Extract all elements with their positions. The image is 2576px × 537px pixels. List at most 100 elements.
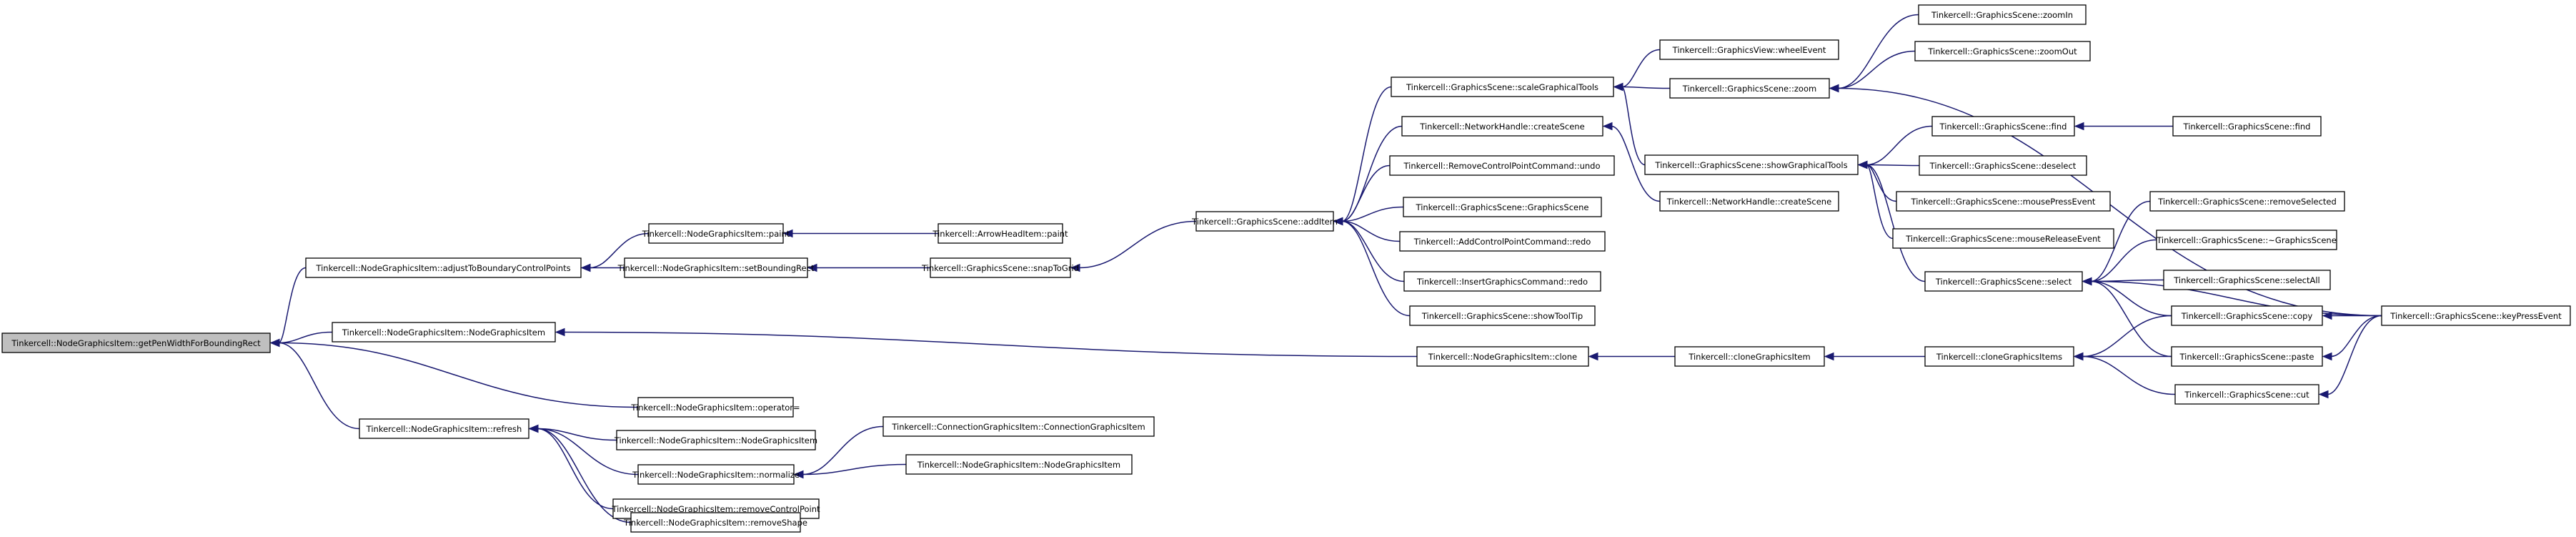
- node-label: Tinkercell::GraphicsScene::mouseReleaseE…: [1905, 234, 2101, 244]
- node-label: Tinkercell::GraphicsScene::~GraphicsScen…: [2156, 235, 2337, 245]
- node-label: Tinkercell::GraphicsScene::zoom: [1682, 84, 1816, 94]
- node-label: Tinkercell::GraphicsScene::showGraphical…: [1654, 160, 1847, 170]
- edge-copy-to-cloneItems: [2082, 315, 2172, 358]
- edge-zoom-to-scaleTools: [1621, 86, 1671, 89]
- node-normalize[interactable]: Tinkercell::NodeGraphicsItem::normalize: [632, 464, 800, 485]
- node-box: [1195, 211, 1334, 232]
- node-clone[interactable]: Tinkercell::NodeGraphicsItem::clone: [1416, 346, 1589, 367]
- node-gsDtor[interactable]: Tinkercell::GraphicsScene::~GraphicsScen…: [2156, 230, 2337, 250]
- edge-removeCP-to-refresh: [537, 428, 614, 510]
- node-box: [1403, 197, 1602, 217]
- edge-refresh-to-root: [278, 342, 360, 430]
- node-label: Tinkercell::GraphicsScene::find: [2183, 122, 2311, 132]
- node-box: [882, 416, 1155, 437]
- edge-arrowhead: [580, 263, 591, 272]
- node-box: [2149, 191, 2345, 212]
- node-keyPress[interactable]: Tinkercell::GraphicsScene::keyPressEvent: [2381, 305, 2571, 326]
- node-showToolTip[interactable]: Tinkercell::GraphicsScene::showToolTip: [1409, 305, 1596, 326]
- node-root[interactable]: Tinkercell::NodeGraphicsItem::getPenWidt…: [1, 332, 271, 353]
- node-setBR[interactable]: Tinkercell::NodeGraphicsItem::setBoundin…: [617, 257, 815, 278]
- node-paint[interactable]: Tinkercell::NodeGraphicsItem::paint: [642, 223, 790, 244]
- node-copy[interactable]: Tinkercell::GraphicsScene::copy: [2171, 305, 2323, 326]
- edge-arrowhead: [1829, 84, 1839, 93]
- node-box: [1931, 116, 2075, 137]
- node-box: [2163, 270, 2331, 290]
- node-addItem[interactable]: Tinkercell::GraphicsScene::addItem: [1191, 211, 1338, 232]
- node-showTools[interactable]: Tinkercell::GraphicsScene::showGraphical…: [1644, 154, 1859, 175]
- node-removeShape[interactable]: Tinkercell::NodeGraphicsItem::removeShap…: [623, 512, 807, 533]
- node-deselect[interactable]: Tinkercell::GraphicsScene::deselect: [1919, 155, 2087, 176]
- node-box: [1918, 4, 2087, 25]
- edge-nhCreate2-to-nhCreate1: [1611, 125, 1661, 202]
- edge-arrowhead: [1588, 352, 1598, 361]
- node-zoom[interactable]: Tinkercell::GraphicsScene::zoom: [1669, 78, 1830, 99]
- edge-zoomOut-to-zoom: [1837, 50, 1916, 89]
- node-box: [1401, 116, 1603, 137]
- node-adjust[interactable]: Tinkercell::NodeGraphicsItem::adjustToBo…: [305, 257, 582, 278]
- node-gsCtor[interactable]: Tinkercell::GraphicsScene::GraphicsScene: [1403, 197, 1602, 217]
- node-select[interactable]: Tinkercell::GraphicsScene::select: [1924, 271, 2083, 292]
- node-wheelEvent[interactable]: Tinkercell::GraphicsView::wheelEvent: [1659, 39, 1839, 60]
- node-box: [1659, 39, 1839, 60]
- node-nhCreate2[interactable]: Tinkercell::NetworkHandle::createScene: [1659, 191, 1839, 212]
- edge-arrowhead: [1824, 352, 1834, 361]
- node-find2[interactable]: Tinkercell::GraphicsScene::find: [2172, 116, 2322, 137]
- nodes-layer: Tinkercell::NodeGraphicsItem::getPenWidt…: [1, 4, 2571, 533]
- node-removeSel[interactable]: Tinkercell::GraphicsScene::removeSelecte…: [2149, 191, 2345, 212]
- edge-copy-to-select: [2090, 280, 2172, 317]
- node-zoomOut[interactable]: Tinkercell::GraphicsScene::zoomOut: [1914, 41, 2091, 61]
- node-label: Tinkercell::GraphicsScene::select: [1935, 277, 2072, 287]
- node-mousePress[interactable]: Tinkercell::GraphicsScene::mousePressEve…: [1896, 191, 2111, 212]
- edge-gsDtor-to-select: [2090, 239, 2157, 282]
- node-arrowPaint[interactable]: Tinkercell::ArrowHeadItem::paint: [932, 223, 1068, 244]
- node-label: Tinkercell::GraphicsScene::selectAll: [2173, 275, 2320, 285]
- edge-arrowhead: [793, 470, 804, 479]
- node-selectAll[interactable]: Tinkercell::GraphicsScene::selectAll: [2163, 270, 2331, 290]
- node-label: Tinkercell::GraphicsScene::cut: [2184, 390, 2309, 400]
- node-snapToGrid[interactable]: Tinkercell::GraphicsScene::snapToGrid: [921, 257, 1079, 278]
- node-box: [359, 418, 529, 439]
- node-cut[interactable]: Tinkercell::GraphicsScene::cut: [2174, 384, 2319, 405]
- node-cloneItems[interactable]: Tinkercell::cloneGraphicsItems: [1924, 346, 2074, 367]
- edge-igcRedo-to-addItem: [1341, 220, 1405, 282]
- node-label: Tinkercell::GraphicsScene::keyPressEvent: [2389, 311, 2562, 321]
- node-label: Tinkercell::GraphicsScene::GraphicsScene: [1416, 202, 1589, 212]
- edge-ngiCtor1-to-root: [278, 331, 333, 344]
- node-cloneItem[interactable]: Tinkercell::cloneGraphicsItem: [1674, 346, 1825, 367]
- node-find1[interactable]: Tinkercell::GraphicsScene::find: [1931, 116, 2075, 137]
- node-box: [648, 223, 784, 244]
- edge-mousePress-to-showTools: [1866, 164, 1897, 202]
- node-zoomIn[interactable]: Tinkercell::GraphicsScene::zoomIn: [1918, 4, 2087, 25]
- node-scaleTools[interactable]: Tinkercell::GraphicsScene::scaleGraphica…: [1391, 77, 1614, 97]
- node-ngiCtor1[interactable]: Tinkercell::NodeGraphicsItem::NodeGraphi…: [332, 322, 556, 343]
- node-box: [938, 223, 1063, 244]
- node-acpRedo[interactable]: Tinkercell::AddControlPointCommand::redo: [1399, 231, 1606, 252]
- edge-normalize-to-refresh: [537, 428, 639, 476]
- node-label: Tinkercell::RemoveControlPointCommand::u…: [1403, 161, 1600, 171]
- edge-mouseRelease-to-showTools: [1866, 164, 1894, 240]
- node-igcRedo[interactable]: Tinkercell::InsertGraphicsCommand::redo: [1403, 271, 1601, 292]
- node-nhCreate1[interactable]: Tinkercell::NetworkHandle::createScene: [1401, 116, 1603, 137]
- node-label: Tinkercell::NodeGraphicsItem::adjustToBo…: [315, 263, 570, 273]
- node-connCtor[interactable]: Tinkercell::ConnectionGraphicsItem::Conn…: [882, 416, 1155, 437]
- edge-arrowhead: [2322, 311, 2332, 320]
- node-paste[interactable]: Tinkercell::GraphicsScene::paste: [2171, 346, 2323, 367]
- node-label: Tinkercell::NetworkHandle::createScene: [1419, 122, 1584, 132]
- node-box: [624, 257, 808, 278]
- node-rcpUndo[interactable]: Tinkercell::RemoveControlPointCommand::u…: [1389, 155, 1615, 176]
- edge-arrowhead: [807, 263, 817, 272]
- node-label: Tinkercell::GraphicsScene::copy: [2181, 311, 2313, 321]
- node-refresh[interactable]: Tinkercell::NodeGraphicsItem::refresh: [359, 418, 529, 439]
- node-label: Tinkercell::AddControlPointCommand::redo: [1413, 237, 1591, 247]
- edge-adjust-to-root: [278, 267, 307, 344]
- node-ngiCtor2[interactable]: Tinkercell::NodeGraphicsItem::NodeGraphi…: [614, 430, 817, 450]
- node-label: Tinkercell::GraphicsScene::snapToGrid: [921, 263, 1079, 273]
- edge-addItem-to-snapToGrid: [1078, 220, 1197, 269]
- node-label: Tinkercell::GraphicsScene::find: [1939, 122, 2067, 132]
- node-mouseRelease[interactable]: Tinkercell::GraphicsScene::mouseReleaseE…: [1892, 228, 2114, 249]
- node-opAssign[interactable]: Tinkercell::NodeGraphicsItem::operator=: [630, 397, 800, 418]
- node-label: Tinkercell::NodeGraphicsItem::removeCont…: [611, 504, 820, 514]
- node-label: Tinkercell::NodeGraphicsItem::operator=: [630, 403, 800, 413]
- node-ngiCtor3[interactable]: Tinkercell::NodeGraphicsItem::NodeGraphi…: [905, 454, 1133, 475]
